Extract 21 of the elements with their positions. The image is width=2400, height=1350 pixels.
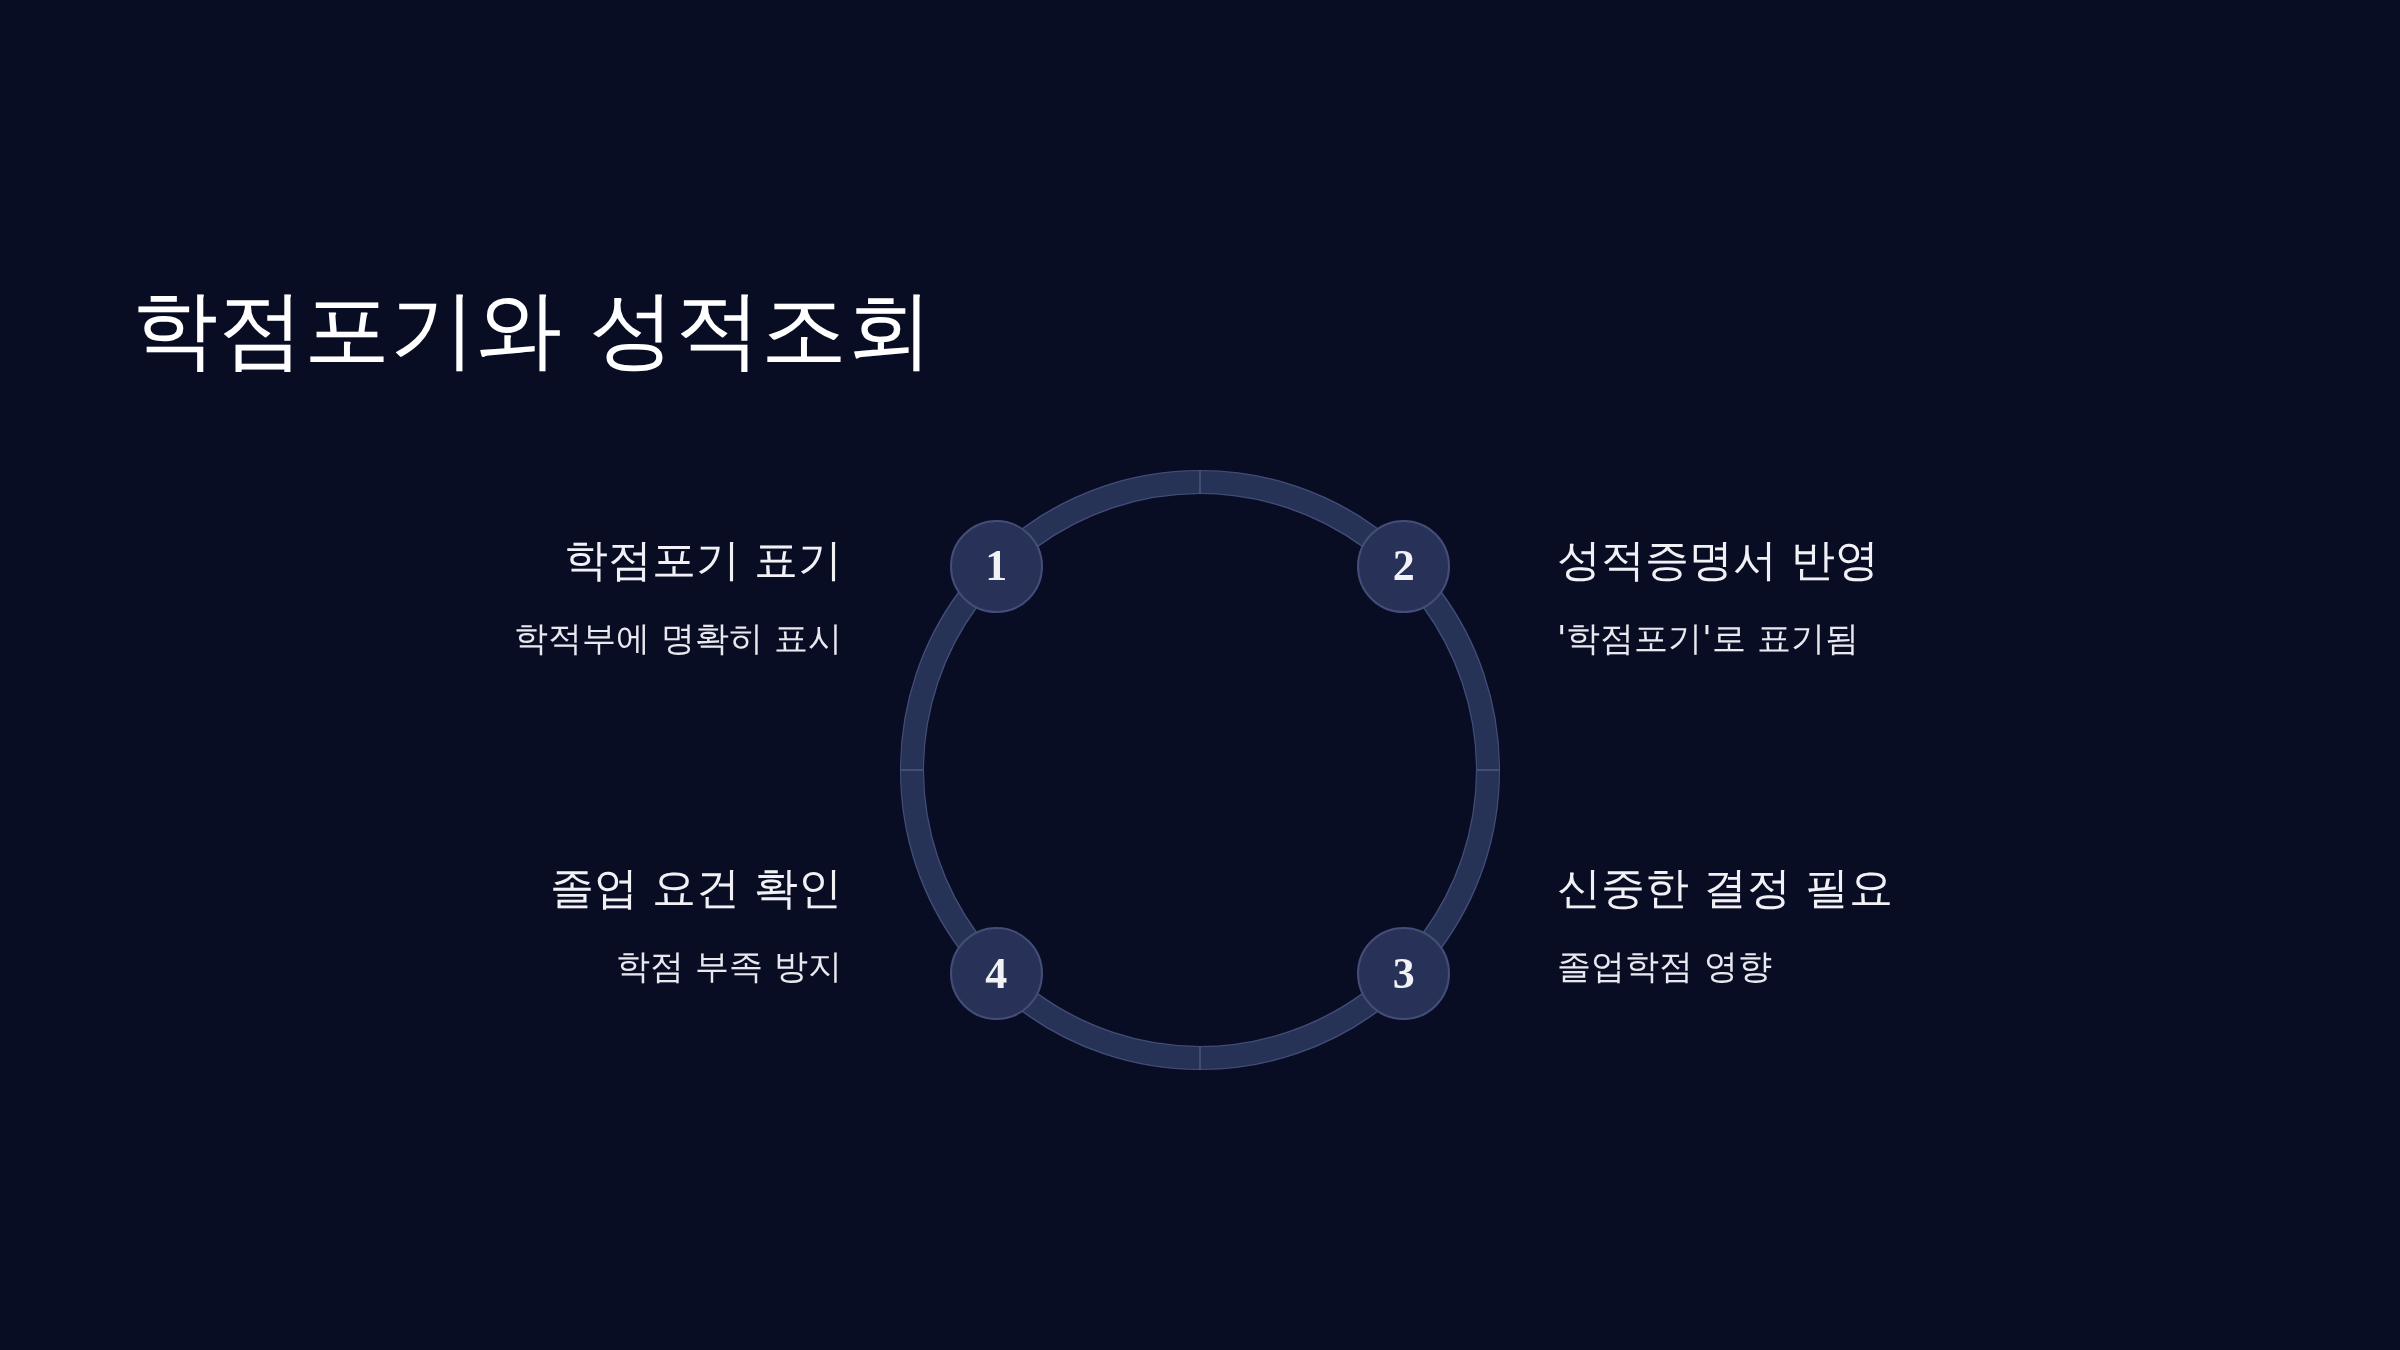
- step-number: 1: [985, 544, 1008, 589]
- step-heading: 신중한 결정 필요: [1557, 861, 1893, 914]
- step-description: 학점 부족 방지: [616, 946, 842, 987]
- step-number: 4: [985, 951, 1008, 996]
- ring-arc: [1422, 593, 1499, 947]
- step-circle: [949, 519, 1043, 613]
- step-heading: 학점포기 표기: [564, 533, 842, 586]
- step-heading: 성적증명서 반영: [1557, 533, 1879, 586]
- step-number: 3: [1392, 951, 1415, 996]
- slide-title: 학점포기와 성적조회: [132, 278, 934, 381]
- step-number: 2: [1392, 544, 1415, 589]
- step-circle: [1357, 519, 1451, 613]
- ring-arc: [1023, 992, 1377, 1069]
- ring-arc: [901, 593, 978, 947]
- step-circle: [1357, 927, 1451, 1021]
- ring-arc: [1023, 471, 1377, 548]
- step-heading: 졸업 요건 확인: [550, 861, 842, 914]
- step-description: 졸업학점 영향: [1557, 946, 1772, 987]
- step-description: '학점포기'로 표기됨: [1557, 618, 1859, 659]
- step-circle: [949, 927, 1043, 1021]
- step-description: 학적부에 명확히 표시: [514, 618, 842, 659]
